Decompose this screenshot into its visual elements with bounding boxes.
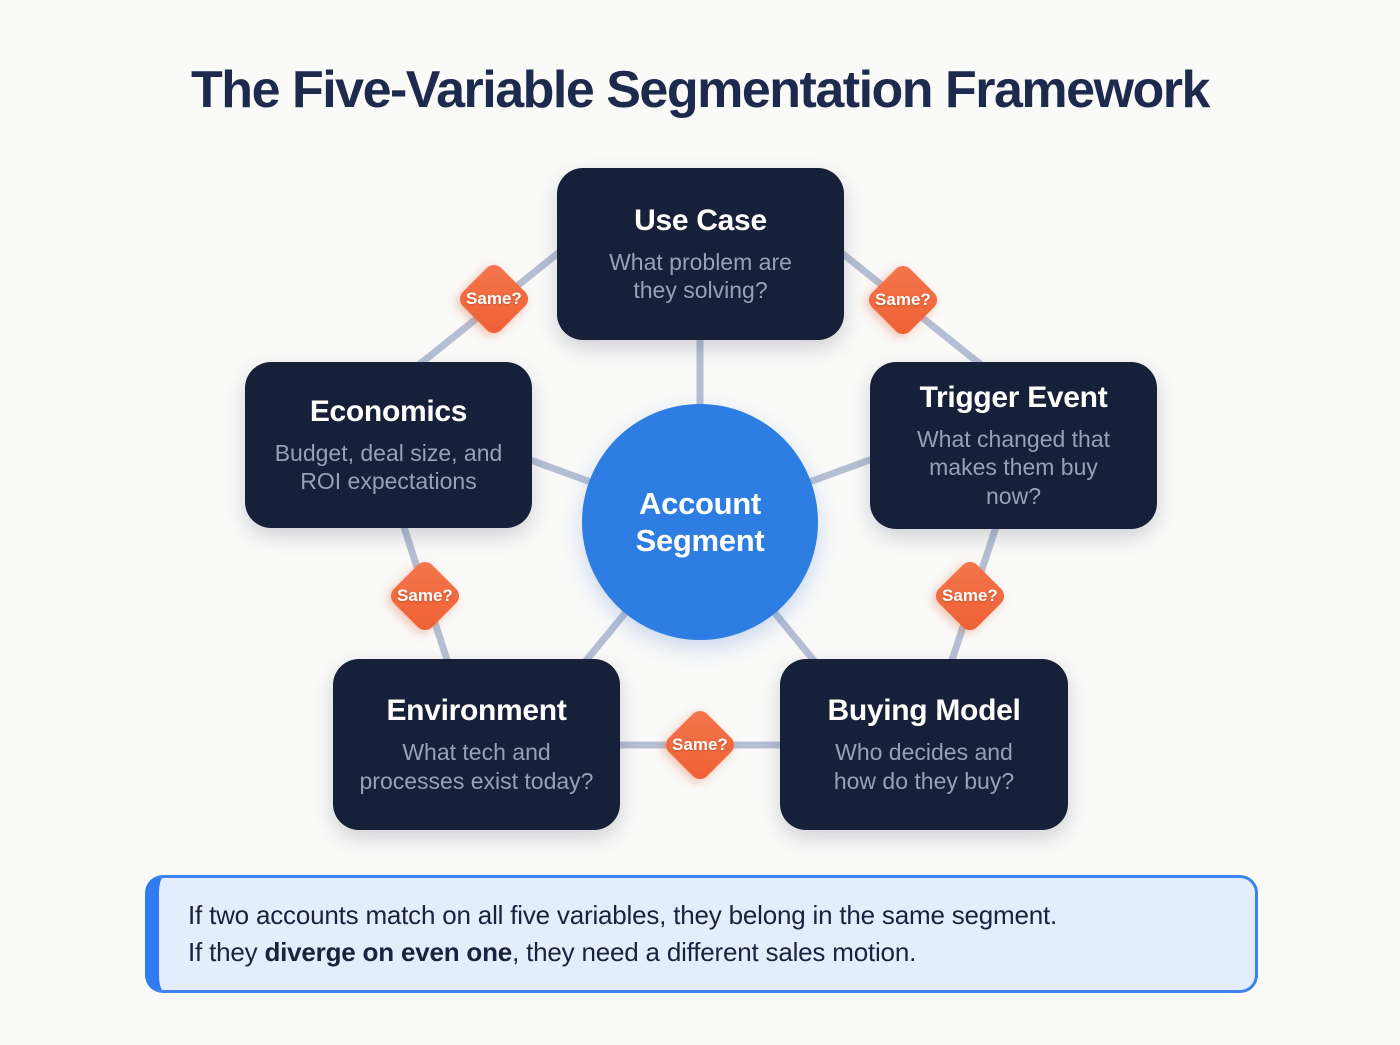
- same-diamond-label: Same?: [942, 586, 998, 605]
- summary-callout-text: If two accounts match on all five variab…: [188, 897, 1057, 971]
- node-title: Use Case: [634, 203, 767, 237]
- node-subtitle: What tech and processes exist today?: [359, 739, 594, 794]
- node-subtitle: Who decides and how do they buy?: [833, 739, 1015, 794]
- node-title: Buying Model: [827, 694, 1021, 728]
- callout-line2-bold: diverge on even one: [264, 937, 513, 967]
- node-economics: Economics Budget, deal size, and ROI exp…: [245, 362, 532, 528]
- page-title: The Five-Variable Segmentation Framework: [191, 61, 1210, 119]
- node-title: Trigger Event: [919, 381, 1108, 415]
- node-use-case: Use Case What problem are they solving?: [557, 168, 844, 340]
- node-title: Economics: [309, 394, 468, 428]
- callout-line1: If two accounts match on all five variab…: [188, 900, 1058, 930]
- summary-callout: If two accounts match on all five variab…: [145, 875, 1258, 993]
- same-diamond-label: Same?: [875, 290, 931, 309]
- node-trigger-event: Trigger Event What changed that makes th…: [870, 362, 1157, 529]
- node-environment: Environment What tech and processes exis…: [333, 659, 620, 830]
- center-circle-label: Account Segment: [635, 485, 765, 558]
- node-subtitle: What problem are they solving?: [609, 248, 792, 303]
- node-buying-model: Buying Model Who decides and how do they…: [780, 659, 1068, 830]
- same-diamond-label: Same?: [397, 586, 453, 605]
- same-diamond-label: Same?: [672, 735, 728, 754]
- same-diamond-label: Same?: [466, 289, 522, 308]
- callout-line2-prefix: If they: [188, 937, 265, 967]
- node-title: Environment: [386, 694, 567, 728]
- center-circle-account-segment: Account Segment: [582, 404, 818, 640]
- node-subtitle: Budget, deal size, and ROI expectations: [274, 439, 503, 494]
- node-subtitle: What changed that makes them buy now?: [916, 426, 1111, 509]
- callout-line2-suffix: , they need a different sales motion.: [512, 937, 917, 967]
